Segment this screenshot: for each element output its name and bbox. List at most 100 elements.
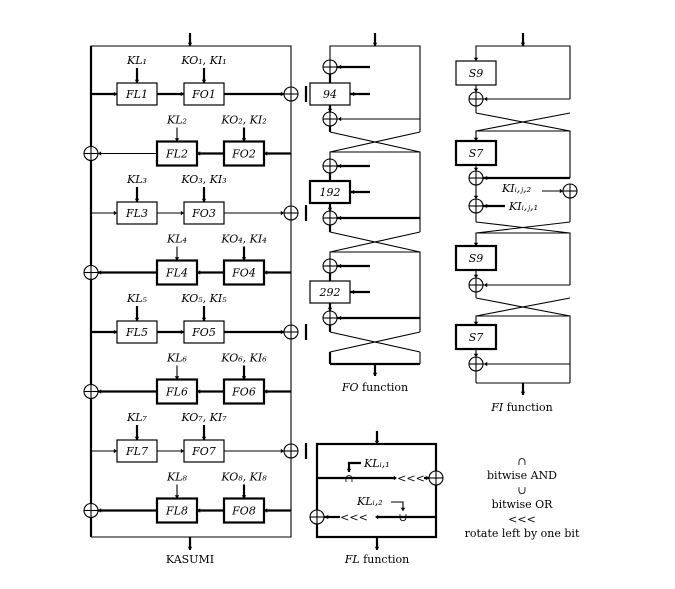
arrow-down-icon — [174, 138, 180, 142]
arrow-left-icon — [338, 64, 342, 70]
kl-label: KL₅ — [126, 292, 148, 305]
kl1-line — [347, 461, 361, 472]
arrow-right-icon — [280, 210, 284, 216]
fi-rail — [475, 45, 571, 99]
sbox-3-label: S9 — [469, 252, 484, 265]
ko-ki-label: KO₅, KI₅ — [180, 292, 227, 305]
arrow-right-icon — [280, 448, 284, 454]
xor-icon — [283, 443, 299, 459]
arrow-down-icon — [174, 495, 180, 499]
arrow-left-icon — [484, 361, 488, 367]
arrow-right-icon — [559, 188, 563, 194]
arrow-left-icon — [98, 389, 102, 394]
arrow-right-icon — [180, 448, 184, 454]
kl2-label: KLᵢ,₂ — [356, 495, 383, 508]
fi-stage-3-label: 292 — [319, 286, 341, 299]
kl-label: KL₆ — [166, 352, 188, 365]
fo-caption-rest: function — [359, 381, 409, 394]
arrow-down-icon — [327, 207, 333, 211]
arrow-left-icon — [338, 163, 342, 169]
arrow-down-icon — [520, 391, 526, 395]
ko-ki-label: KO₇, KI₇ — [180, 411, 227, 424]
xor-icon — [283, 86, 299, 102]
cross-line — [329, 231, 421, 253]
arrow-down-icon — [473, 195, 479, 199]
fo-7-label: FO7 — [191, 445, 216, 458]
cross-line — [475, 221, 571, 234]
fo-8-label: FO8 — [231, 505, 256, 518]
arrow-left-icon — [338, 215, 342, 221]
arrow-down-icon — [187, 42, 193, 46]
kl-label: KL₃ — [126, 173, 147, 186]
xor-icon — [562, 183, 578, 199]
arrow-down-icon — [134, 317, 140, 321]
xor-icon — [83, 264, 99, 281]
arrow-down-icon — [174, 376, 180, 380]
arrow-right-icon — [113, 448, 117, 454]
arrow-down-icon — [241, 495, 247, 499]
arrow-down-icon — [372, 372, 378, 376]
arrow-down-icon — [346, 468, 352, 472]
arrow-left-icon — [98, 270, 102, 275]
arrow-left-icon — [264, 508, 268, 513]
fl-function-structure: ∩KLᵢ,₁<<<∪KLᵢ,₂<<<FL function — [309, 431, 444, 566]
arrow-down-icon — [520, 42, 526, 46]
fo-1-label: FO1 — [191, 88, 216, 101]
arrow-left-icon — [98, 151, 102, 156]
arrow-down-icon — [134, 436, 140, 440]
arrow-down-icon — [201, 436, 207, 440]
arrow-down-icon — [201, 198, 207, 202]
kl-label: KL₈ — [166, 471, 188, 484]
ko-ki-label: KO₈, KI₈ — [220, 471, 267, 484]
arrow-left-icon — [325, 514, 329, 520]
arrow-down-icon — [374, 546, 380, 550]
arrow-left-icon — [197, 389, 201, 394]
ki1-label: KIᵢ,ⱼ,₁ — [508, 200, 538, 213]
sbox-1-label: S9 — [469, 67, 484, 80]
xor-icon — [468, 170, 484, 186]
kl-label: KL₄ — [166, 233, 187, 246]
fi-rail — [475, 130, 571, 178]
fo-caption-italic: FO — [341, 381, 359, 394]
fl-4-label: FL4 — [165, 267, 188, 280]
xor-icon — [83, 145, 99, 162]
arrow-right-icon — [425, 475, 429, 481]
xor-icon — [283, 205, 299, 221]
sbox-2-box — [454, 139, 498, 167]
arrow-left-icon — [197, 270, 201, 275]
xor-icon — [322, 111, 338, 127]
arrow-left-icon — [264, 389, 268, 394]
arrow-down-icon — [372, 42, 378, 46]
fo-rail — [329, 45, 421, 119]
xor-icon — [322, 158, 338, 174]
arrow-down-icon — [327, 108, 333, 112]
arrow-left-icon — [338, 116, 342, 122]
arrow-left-icon — [351, 91, 355, 97]
fi-rail — [475, 232, 571, 285]
arrow-left-icon — [484, 203, 488, 209]
legend-symbol-1: ∩ — [517, 455, 526, 468]
cross-line — [475, 297, 571, 317]
arrow-down-icon — [374, 440, 380, 444]
fo-5-label: FO5 — [191, 326, 216, 339]
fo-caption: FO function — [341, 381, 408, 394]
arrow-right-icon — [393, 475, 397, 481]
xor-icon — [283, 324, 299, 340]
fl-6-label: FL6 — [165, 386, 188, 399]
arrow-left-icon — [264, 270, 268, 275]
arrow-down-icon — [201, 317, 207, 321]
arrow-down-icon — [473, 167, 479, 171]
arrow-left-icon — [197, 508, 201, 513]
fo-3-label: FO3 — [191, 207, 216, 220]
arrow-down-icon — [241, 257, 247, 261]
xor-icon — [309, 509, 325, 525]
xor-icon — [83, 383, 99, 400]
fl-caption: FL function — [344, 553, 409, 566]
arrow-down-icon — [400, 507, 406, 511]
arrow-left-icon — [351, 289, 355, 295]
cross-line — [475, 112, 571, 132]
fl-7-label: FL7 — [125, 445, 148, 458]
